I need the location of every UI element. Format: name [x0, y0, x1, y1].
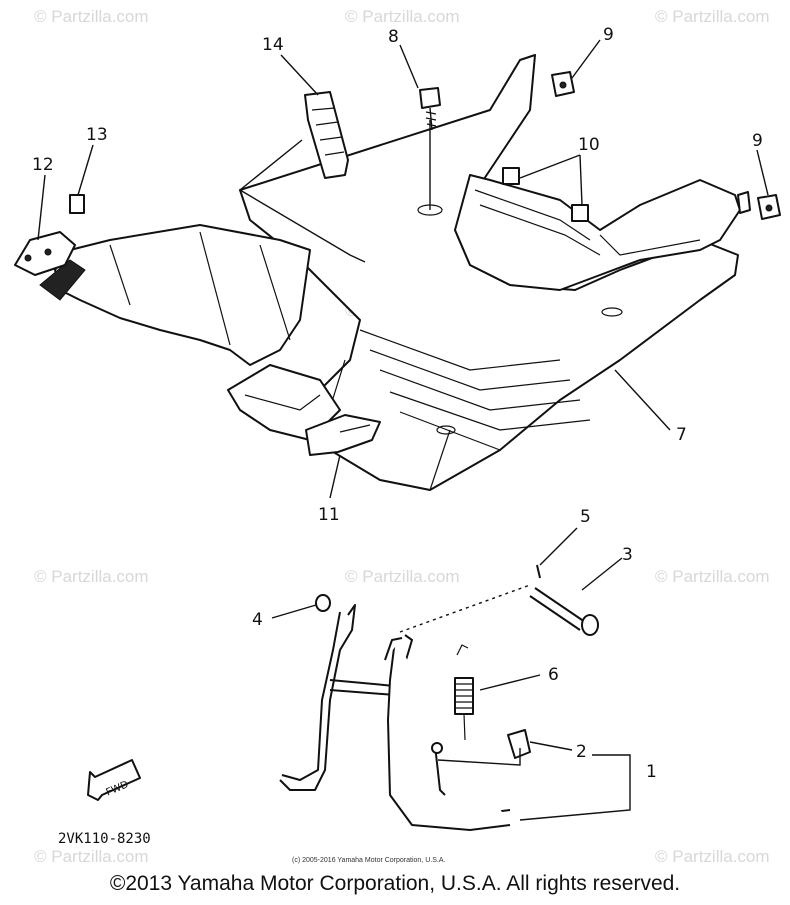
callout-5: 5	[580, 507, 591, 527]
callout-2: 2	[576, 742, 587, 762]
callout-9a: 9	[603, 25, 614, 45]
fwd-arrow-icon: FWD	[87, 759, 141, 801]
watermark-9: © Partzilla.com	[655, 847, 770, 866]
callout-13: 13	[86, 125, 108, 145]
washer-4-part	[315, 594, 331, 612]
watermark-3: © Partzilla.com	[655, 7, 770, 26]
callout-11: 11	[318, 505, 340, 525]
bracket-14-part	[238, 91, 366, 263]
pin-5-part	[536, 564, 541, 579]
watermark-6: © Partzilla.com	[345, 567, 460, 586]
piece-12-part	[14, 231, 76, 276]
watermark-1: © Partzilla.com	[34, 7, 149, 26]
callouts: 14 8 9 10 9 13 12 7 11 5 3 4 6 2 1	[32, 25, 763, 782]
piece-11-part	[305, 414, 381, 456]
bolt-8-part	[419, 87, 441, 131]
watermark-5: © Partzilla.com	[34, 567, 149, 586]
callout-9b: 9	[752, 131, 763, 151]
callout-8: 8	[388, 27, 399, 47]
footrest-board-part	[39, 54, 741, 491]
callout-3: 3	[622, 545, 633, 565]
callout-4: 4	[252, 610, 263, 630]
spring-6-part	[454, 644, 474, 741]
clip-13-part	[69, 194, 85, 214]
callout-12: 12	[32, 155, 54, 175]
watermark-7: © Partzilla.com	[655, 567, 770, 586]
nut-9-part-b	[737, 191, 781, 220]
stopper-2-part	[507, 729, 531, 759]
leader-lines	[37, 39, 769, 821]
main-stand-part	[279, 604, 511, 831]
diagram-code: 2VK110-8230	[58, 831, 151, 847]
watermark-2: © Partzilla.com	[345, 7, 460, 26]
shaft-3-part	[529, 587, 599, 636]
callout-7: 7	[676, 425, 687, 445]
clips-10-part	[502, 167, 589, 222]
copyright-footer: ©2013 Yamaha Motor Corporation, U.S.A. A…	[109, 872, 681, 895]
watermark-8: © Partzilla.com	[34, 847, 149, 866]
callout-10: 10	[578, 135, 600, 155]
callout-6: 6	[548, 665, 559, 685]
small-copyright-notice: (c) 2005-2016 Yamaha Motor Corporation, …	[292, 857, 445, 864]
nut-9-part-a	[551, 71, 575, 97]
callout-1: 1	[646, 762, 657, 782]
callout-14: 14	[262, 35, 284, 55]
